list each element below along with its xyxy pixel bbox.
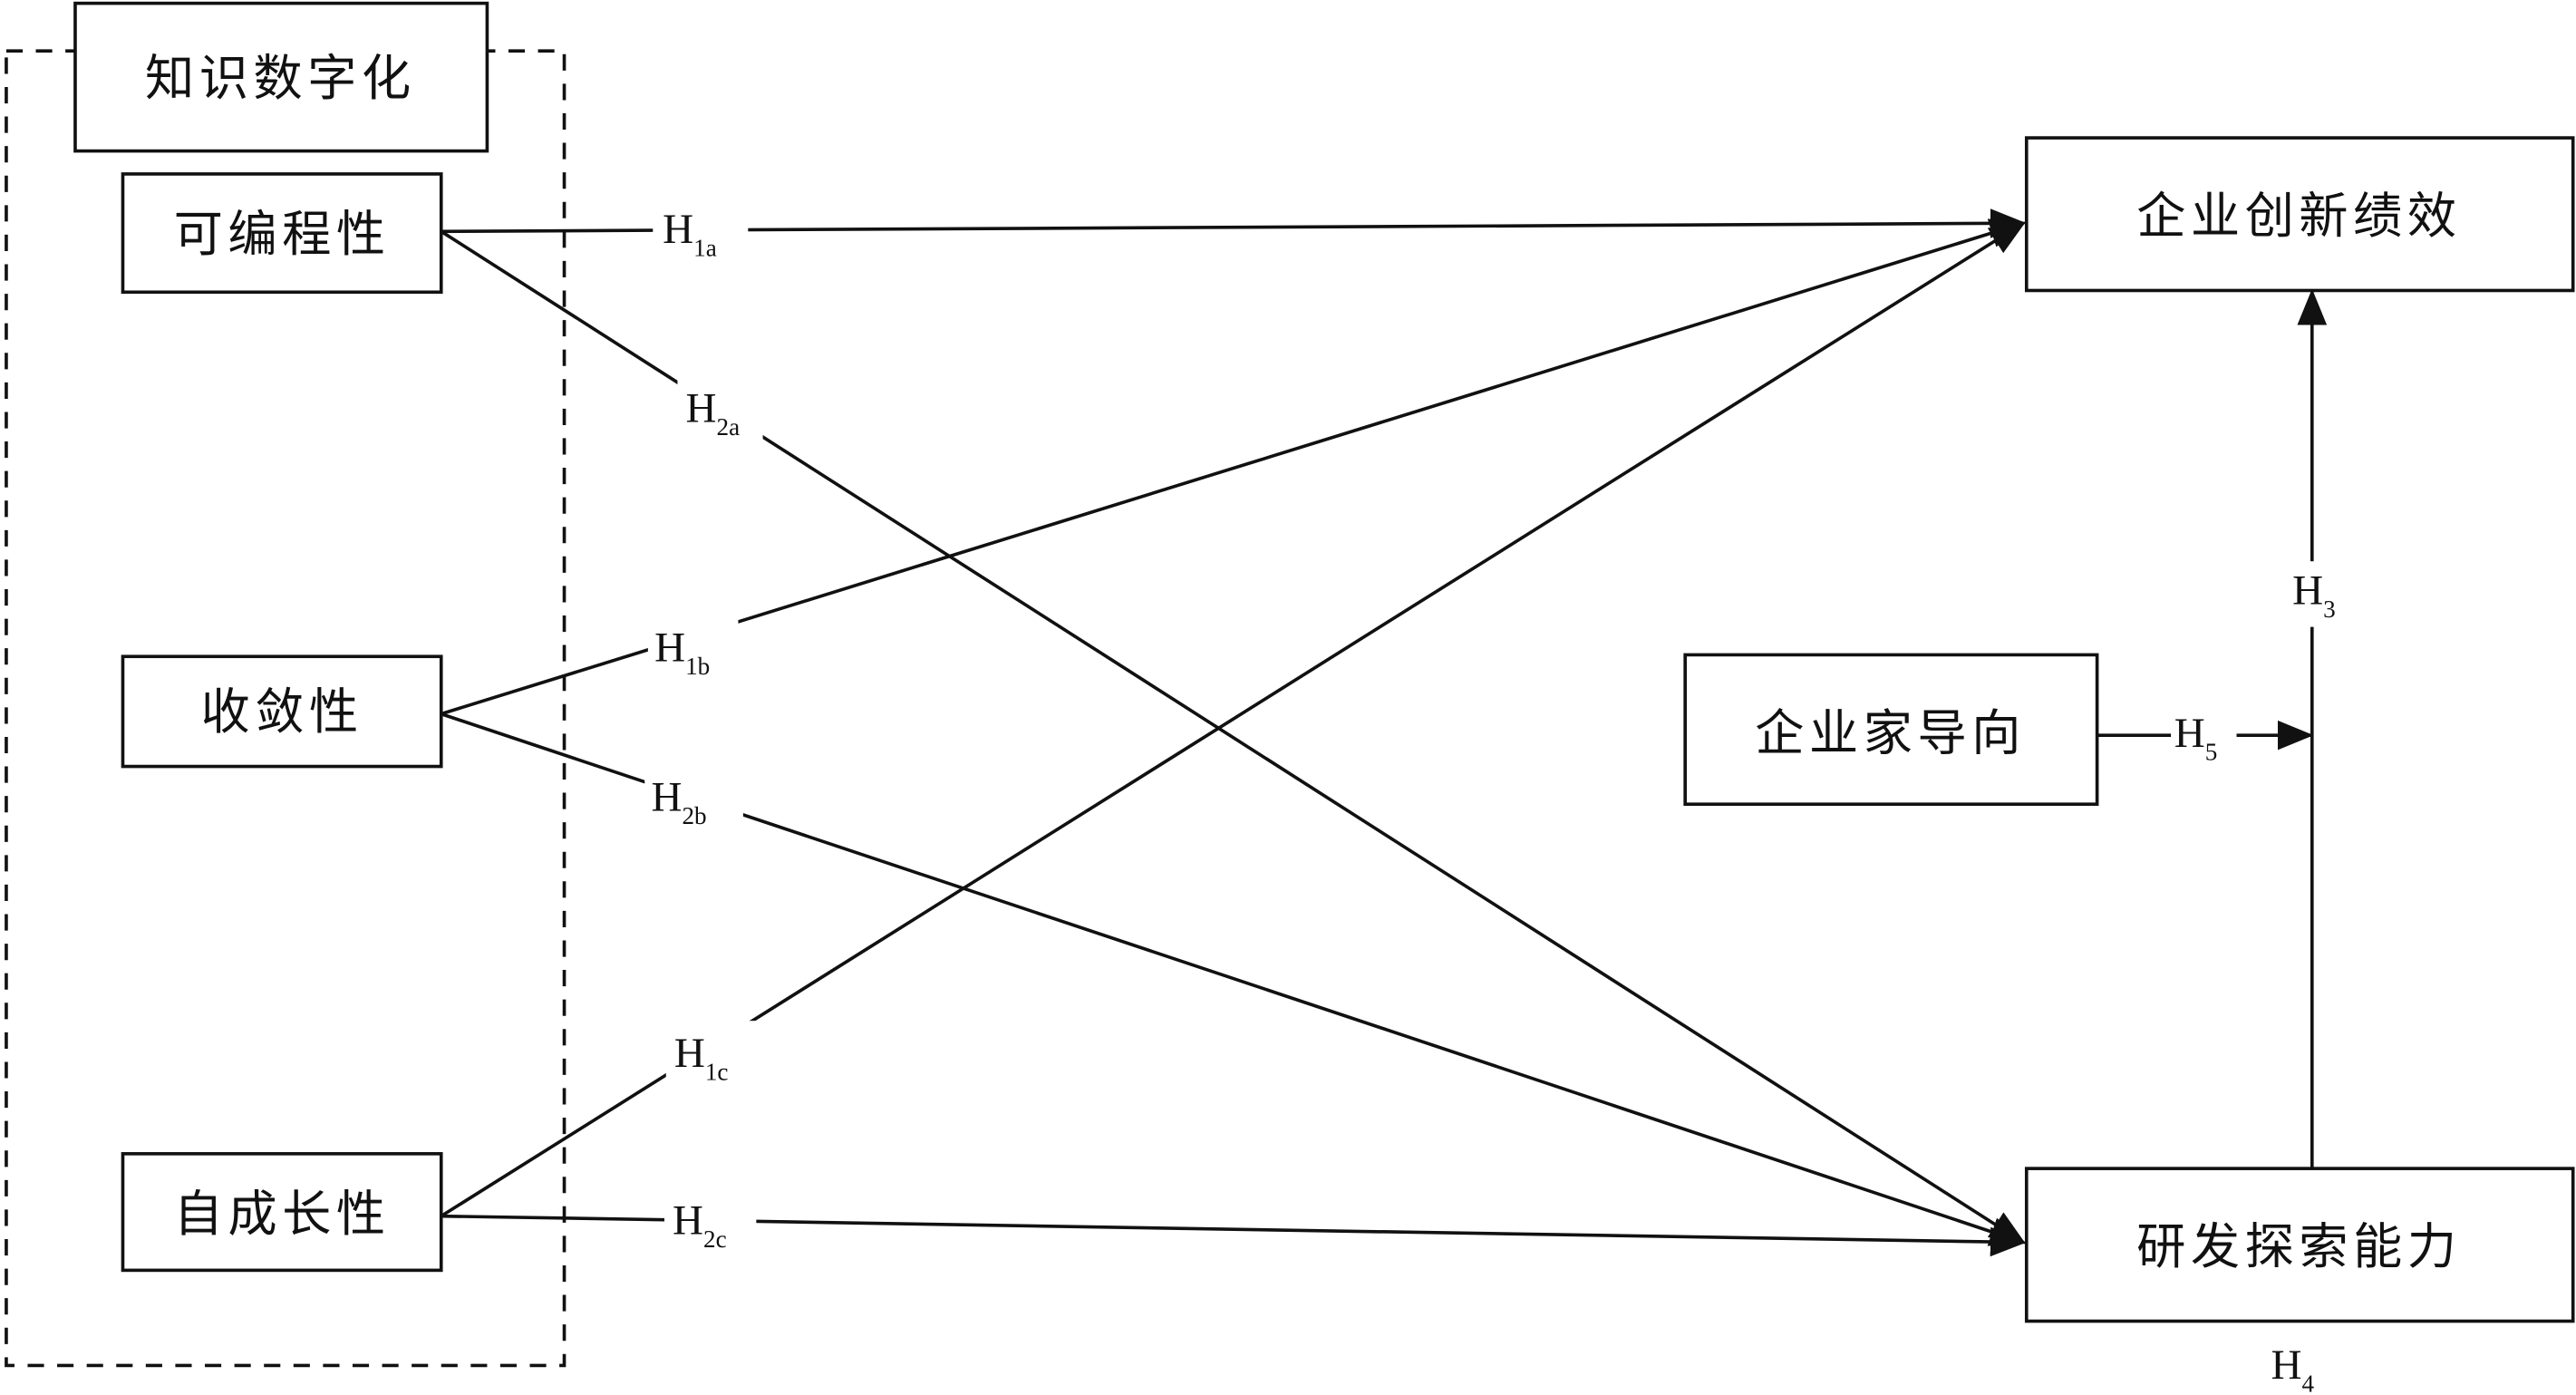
svg-text:企业创新绩效: 企业创新绩效 xyxy=(2136,188,2461,245)
box-knowledge-digitalization: 知识数字化 xyxy=(73,1,489,153)
label-h3: H3 xyxy=(2287,561,2354,627)
svg-text:H1a: H1a xyxy=(663,206,717,261)
label-h4: H4 xyxy=(2271,1342,2315,1395)
svg-text:H1c: H1c xyxy=(674,1030,729,1085)
box-entrepreneurial-orientation: 企业家导向 xyxy=(1683,653,2099,806)
box-convergence: 收敛性 xyxy=(121,654,443,769)
svg-text:可编程性: 可编程性 xyxy=(174,206,391,263)
svg-text:收敛性: 收敛性 xyxy=(201,683,363,741)
svg-text:H2b: H2b xyxy=(651,773,706,828)
label-h1c: H1c xyxy=(665,1021,757,1087)
svg-text:企业家导向: 企业家导向 xyxy=(1755,704,2026,761)
svg-text:研发探索能力: 研发探索能力 xyxy=(2136,1218,2461,1275)
box-programmability: 可编程性 xyxy=(121,172,443,295)
svg-text:H3: H3 xyxy=(2292,567,2336,622)
box-rd-exploration: 研发探索能力 xyxy=(2024,1167,2575,1323)
svg-text:自成长性: 自成长性 xyxy=(174,1186,391,1243)
label-h5: H5 xyxy=(2171,705,2237,765)
svg-text:H2c: H2c xyxy=(673,1197,727,1253)
svg-text:H4: H4 xyxy=(2271,1342,2315,1395)
svg-text:H5: H5 xyxy=(2174,710,2218,765)
box-self-growth: 自成长性 xyxy=(121,1152,443,1273)
svg-text:知识数字化: 知识数字化 xyxy=(145,50,416,107)
svg-text:H1b: H1b xyxy=(654,625,710,680)
label-h1b: H1b xyxy=(647,618,739,685)
label-h2b: H2b xyxy=(644,768,743,834)
label-h2a: H2a xyxy=(677,377,763,443)
label-h1a: H1a xyxy=(653,197,749,263)
svg-text:H2a: H2a xyxy=(686,384,741,440)
label-h2c: H2c xyxy=(663,1189,757,1256)
box-innovation-performance: 企业创新绩效 xyxy=(2024,136,2575,293)
